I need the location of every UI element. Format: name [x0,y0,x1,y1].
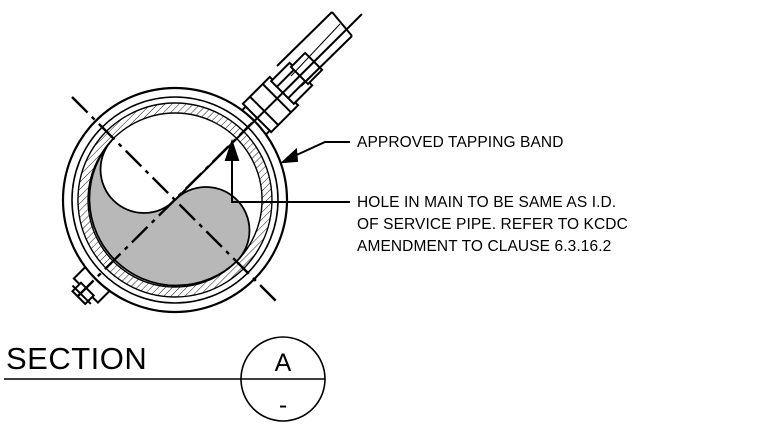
service-pipe [276,11,353,87]
bolt-head-left [71,281,96,306]
section-sheet: - [278,391,288,419]
label-tapping-band: APPROVED TAPPING BAND [357,134,564,151]
label-hole-line3: AMENDMENT TO CLAUSE 6.3.16.2 [357,238,612,255]
section-title: SECTION [6,341,148,376]
leader-hole [224,138,350,203]
centre-lines [71,96,279,304]
section-letter: A [274,349,292,377]
leader-tapping-band [280,141,350,164]
label-hole-line2: OF SERVICE PIPE. REFER TO KCDC [357,216,628,233]
label-hole-line1: HOLE IN MAIN TO BE SAME AS I.D. [357,194,617,211]
bore-shading [88,138,251,287]
